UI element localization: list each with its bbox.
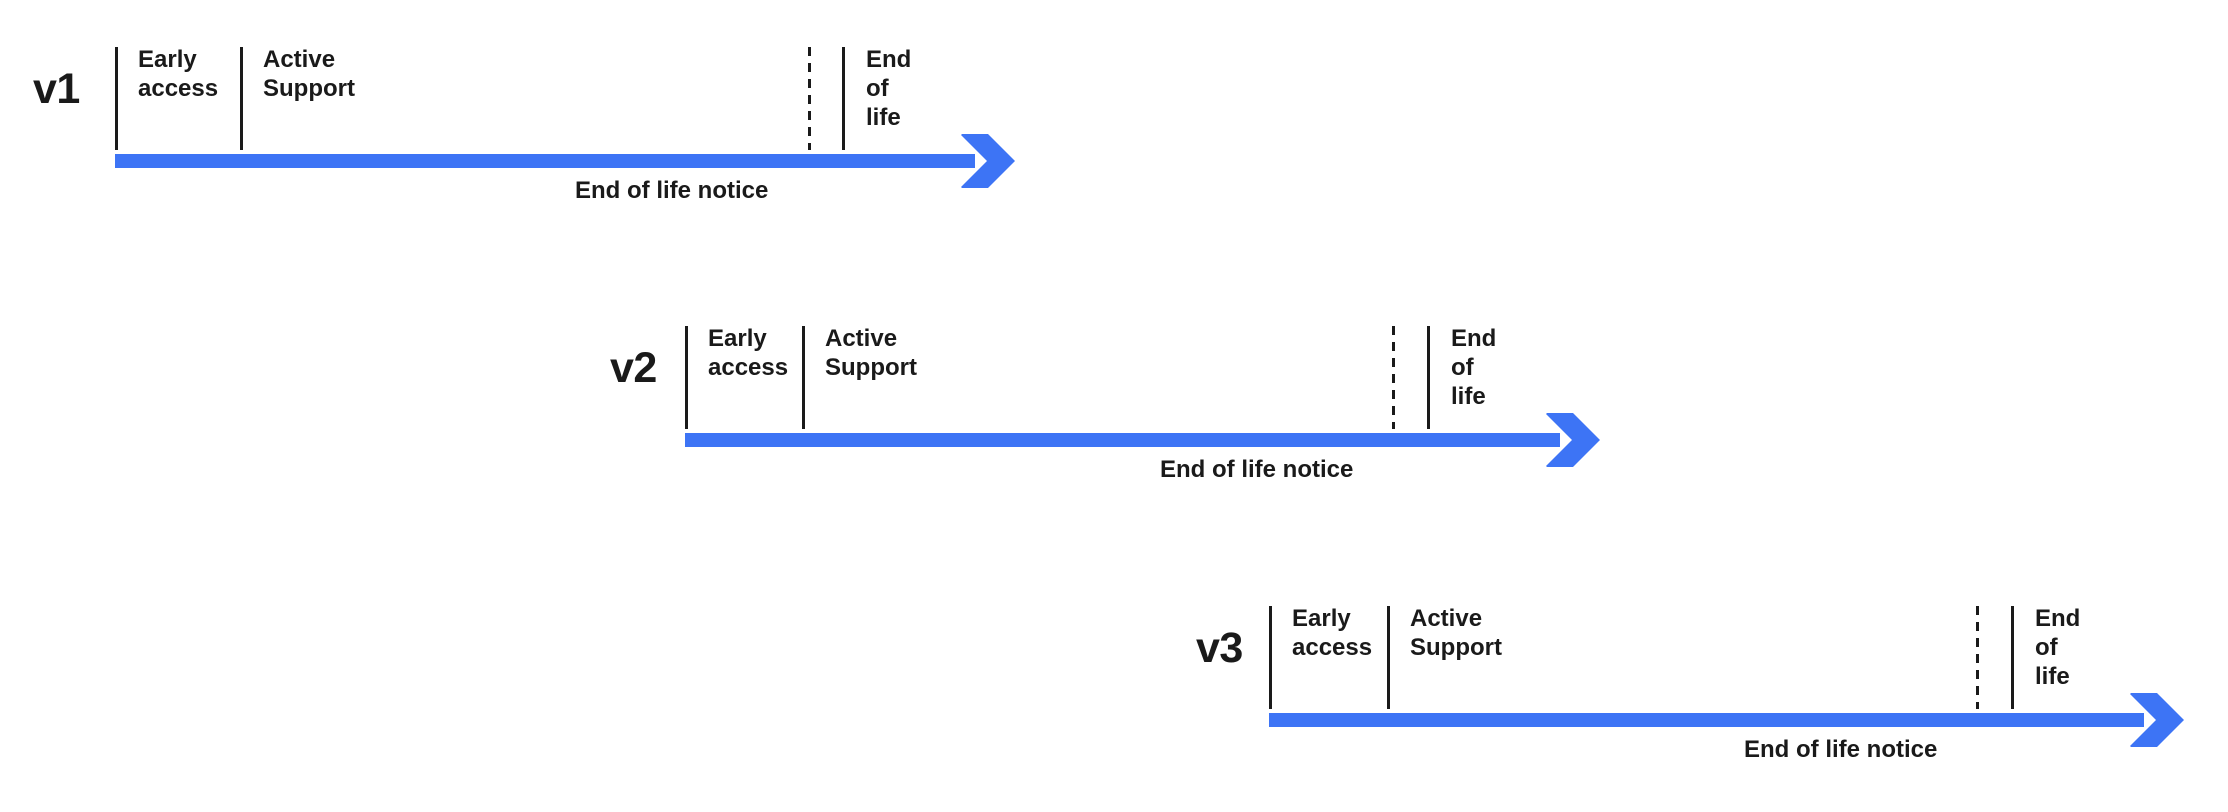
tick-end-of-life-start-v2 [1427,326,1430,429]
tick-end-of-life-notice-v3 [1976,606,1979,709]
notice-label-v2: End of life notice [1160,456,1354,483]
tick-active-support-start-v1 [240,47,243,150]
notice-label-v3: End of life notice [1744,736,1938,763]
tick-active-support-start-v2 [802,326,805,429]
phase-label-end-of-life-v3: End of life [2035,605,2081,690]
tick-active-support-start-v3 [1387,606,1390,709]
phase-label-early-access-v3: Early access [1292,605,1373,661]
phase-label-end-of-life-v2: End of life [1451,325,1497,410]
phase-label-active-support-v3: Active Support [1410,605,1502,661]
arrow-right-icon-v1 [961,134,1015,188]
tick-end-of-life-notice-v1 [808,47,811,150]
phase-label-early-access-v2: Early access [708,325,789,381]
tick-end-of-life-start-v1 [842,47,845,150]
tick-end-of-life-start-v3 [2011,606,2014,709]
version-label-v1: v1 [33,65,80,113]
lifecycle-bar-v3 [1269,713,2144,727]
phase-label-active-support-v2: Active Support [825,325,917,381]
tick-end-of-life-notice-v2 [1392,326,1395,429]
tick-early-access-start-v3 [1269,606,1272,709]
lifecycle-bar-v1 [115,154,975,168]
arrow-right-icon-v2 [1546,413,1600,467]
version-label-v3: v3 [1196,624,1243,672]
notice-label-v1: End of life notice [575,177,769,204]
tick-early-access-start-v1 [115,47,118,150]
phase-label-active-support-v1: Active Support [263,46,355,102]
phase-label-early-access-v1: Early access [138,46,219,102]
arrow-right-icon-v3 [2130,693,2184,747]
lifecycle-bar-v2 [685,433,1560,447]
version-label-v2: v2 [610,344,657,392]
tick-early-access-start-v2 [685,326,688,429]
phase-label-end-of-life-v1: End of life [866,46,912,131]
